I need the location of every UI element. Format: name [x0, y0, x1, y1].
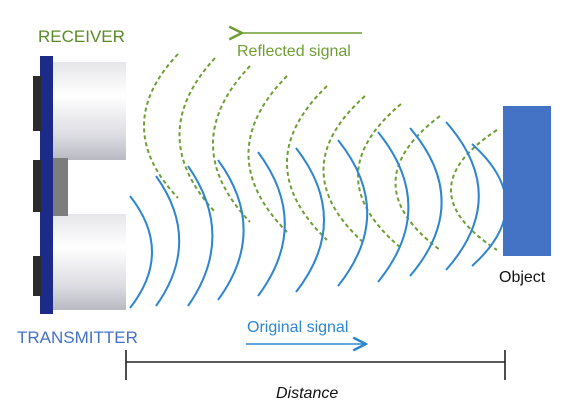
receiver-cylinder — [50, 62, 126, 160]
crystal-component — [52, 158, 68, 216]
header-pin-bottom — [33, 256, 41, 296]
original-wave-arc — [187, 165, 214, 307]
reflected-wave-arc — [357, 103, 402, 249]
reflected-waves — [143, 53, 498, 251]
reflected-wave-arc — [450, 129, 498, 251]
original-wave-arc — [295, 147, 325, 293]
reflected-wave-arc — [247, 75, 288, 233]
reflected-wave-arc — [212, 65, 251, 223]
reflected-wave-arc — [178, 57, 216, 213]
original-wave-arc — [377, 131, 410, 283]
receiver-label: RECEIVER — [38, 27, 125, 46]
reflected-wave-arc — [322, 95, 366, 245]
original-wave-arc — [409, 127, 443, 277]
transmitter-label: TRANSMITTER — [17, 328, 138, 347]
original-wave-arc — [257, 151, 286, 297]
circuit-board — [40, 56, 53, 314]
object-block — [503, 106, 551, 256]
reflected-signal-label: Reflected signal — [237, 43, 351, 60]
original-wave-arc — [129, 195, 153, 309]
original-waves — [129, 121, 507, 309]
original-wave-arc — [471, 143, 507, 267]
header-pin-middle — [33, 160, 41, 212]
original-wave-arc — [445, 121, 480, 271]
reflected-wave-arc — [394, 115, 441, 251]
distance-measure — [125, 350, 506, 380]
object-label: Object — [499, 269, 546, 286]
ultrasonic-sensor — [33, 56, 126, 314]
original-wave-arc — [155, 175, 181, 307]
distance-label: Distance — [276, 385, 338, 402]
header-pin-top — [33, 76, 41, 131]
transmitter-cylinder — [50, 214, 126, 310]
original-signal-label: Original signal — [247, 319, 348, 336]
reflected-wave-arc — [143, 53, 179, 199]
original-wave-arc — [217, 159, 245, 301]
original-wave-arc — [337, 139, 369, 287]
